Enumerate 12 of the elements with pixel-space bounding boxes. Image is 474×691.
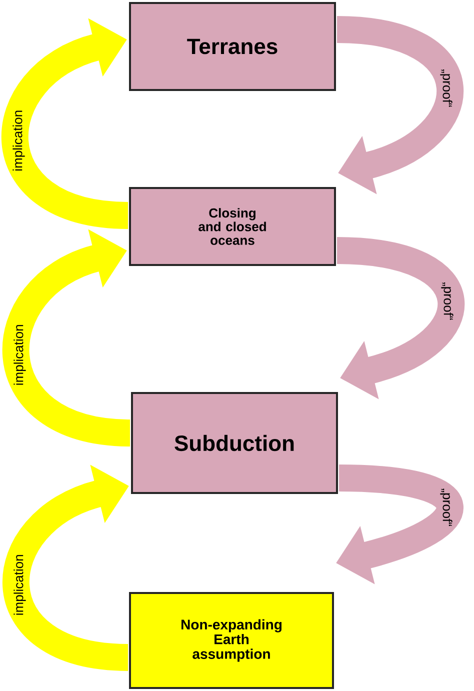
edge-label: implication	[12, 110, 25, 170]
edge-label: „proof“	[440, 488, 452, 526]
edge-label: „proof“	[441, 282, 454, 320]
edge-label: implication	[14, 325, 26, 385]
curved-arrow	[2, 229, 132, 446]
edge-label: „proof“	[440, 69, 452, 107]
curved-arrow	[2, 18, 130, 229]
process-box: Subduction	[131, 392, 338, 494]
process-box: Closing and closed oceans	[129, 187, 336, 266]
edge-label: implication	[14, 555, 26, 615]
process-box: Non-expanding Earth assumption	[129, 592, 334, 689]
process-box: Terranes	[129, 2, 336, 91]
